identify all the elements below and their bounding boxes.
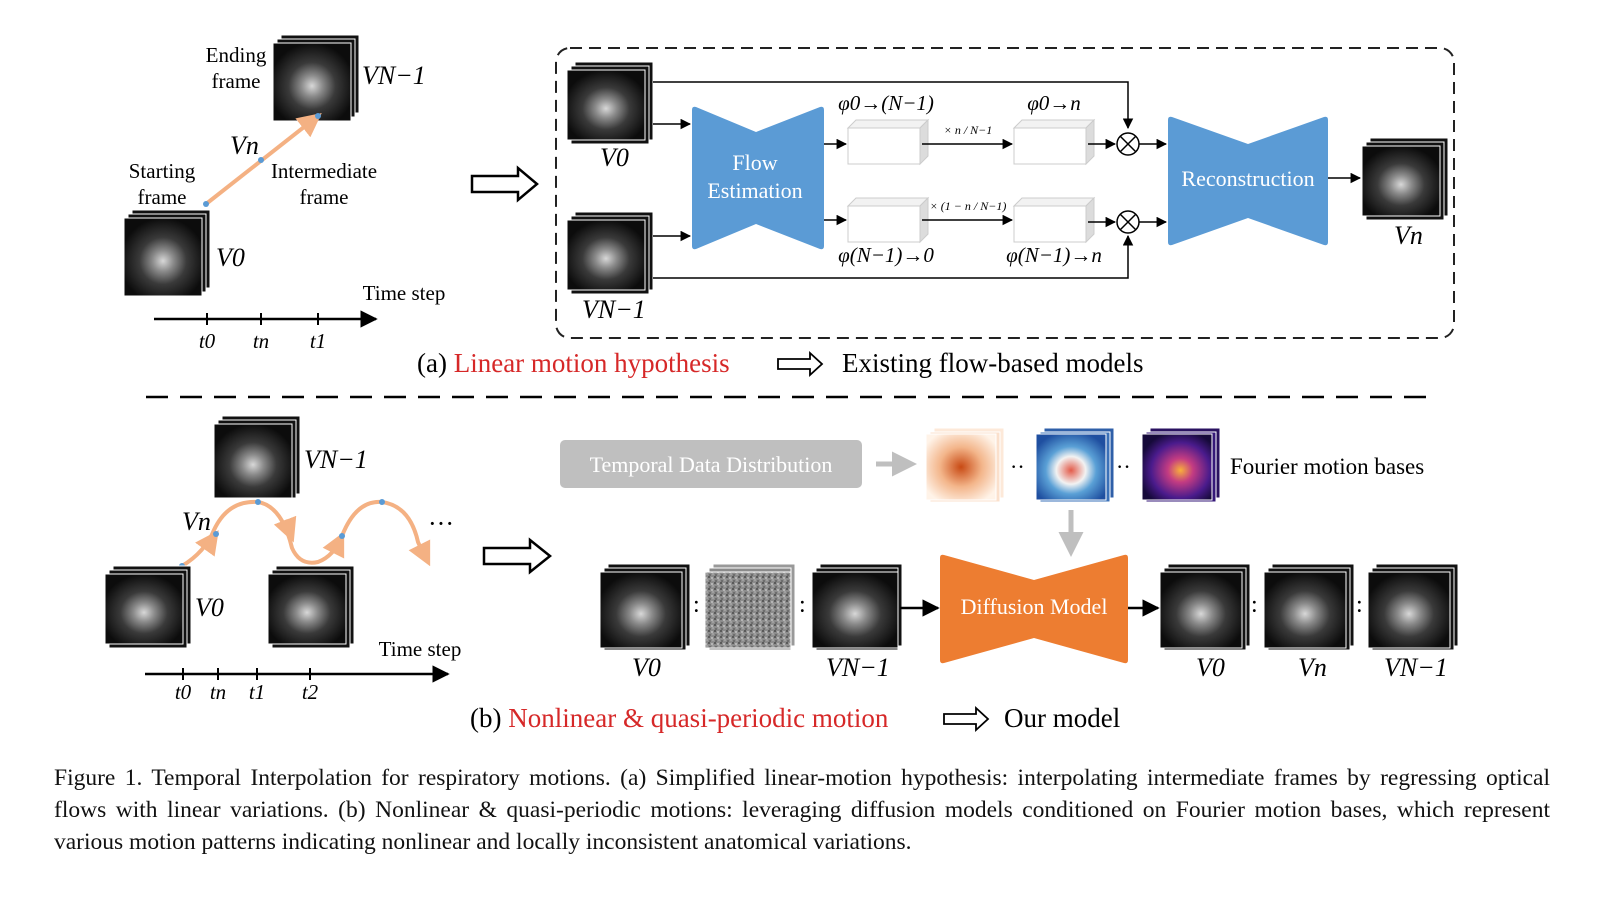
- mri-stack-ending: [272, 34, 360, 122]
- mri-stack-vn1-input: [566, 211, 654, 295]
- v-n-out-label: Vn: [1298, 653, 1327, 682]
- implies-arrow-a: [470, 165, 539, 203]
- diffusion-model-label: Diffusion Model: [961, 594, 1108, 619]
- flow-estimation-block: [692, 106, 824, 250]
- phi-bottom-right: φ(N−1)→n: [1006, 243, 1102, 267]
- tick-label: t1: [310, 329, 326, 353]
- flow-cube: [846, 196, 930, 244]
- v-n1-label-b: VN−1: [304, 445, 368, 474]
- basis-dots: ··: [1116, 454, 1131, 479]
- tick-label: tn: [210, 680, 226, 704]
- starting-frame-label-2: frame: [138, 185, 187, 209]
- multiply-icon: [1116, 210, 1140, 234]
- scale-top: × n / N−1: [944, 123, 993, 137]
- ending-frame-label-1: Ending: [206, 43, 267, 67]
- v-n1-out-label: VN−1: [1384, 653, 1448, 682]
- flow-estimation-label-1: Flow: [732, 150, 777, 175]
- temporal-distribution-label: Temporal Data Distribution: [590, 452, 833, 477]
- v-0-out-label: V0: [1196, 653, 1225, 682]
- fourier-basis-1: [925, 427, 1005, 503]
- multiply-icon: [1116, 132, 1140, 156]
- mri-stack-v0-diff-in: [599, 563, 691, 651]
- v-n-output-label: Vn: [1394, 221, 1423, 250]
- temporal-distribution-box: [560, 440, 862, 488]
- tick-label: t2: [302, 680, 319, 704]
- flow-cube: [846, 118, 930, 166]
- phi-top-right: φ0→n: [1027, 91, 1081, 115]
- subcaption-a-suffix: Existing flow-based models: [842, 348, 1143, 378]
- flow-cube: [1012, 118, 1096, 166]
- flow-cube: [1012, 196, 1096, 244]
- v-n1-label-a: VN−1: [362, 61, 426, 90]
- v-n1-input-label: VN−1: [582, 295, 646, 324]
- colon: :: [693, 592, 700, 618]
- figure-caption-label: Figure 1.: [54, 765, 143, 791]
- figure-1: Ending frame VN−1 Vn Starting frame Inte…: [104, 34, 1459, 733]
- v-0-label-b: V0: [195, 593, 224, 622]
- mri-stack-vn-output: [1361, 137, 1449, 221]
- mri-stack-vn1-diff-in: [811, 563, 903, 651]
- colon: :: [1356, 592, 1363, 618]
- figure-caption-text: Temporal Interpolation for respiratory m…: [54, 765, 1550, 855]
- time-step-label-a: Time step: [363, 281, 446, 305]
- start-point: [203, 201, 209, 207]
- v-n-label-b: Vn: [182, 507, 211, 536]
- v-n1-diff-in-label: VN−1: [826, 653, 890, 682]
- colon: :: [1251, 592, 1258, 618]
- ending-frame-label-2: frame: [212, 69, 261, 93]
- reconstruction-label: Reconstruction: [1181, 166, 1314, 191]
- mri-stack-vn-out: [1263, 563, 1355, 651]
- intermediate-frame-label-2: frame: [300, 185, 349, 209]
- diffusion-model-block: [940, 554, 1128, 664]
- v-n-label-a: Vn: [230, 131, 259, 160]
- tick-label: t1: [249, 680, 265, 704]
- v-0-diff-in-label: V0: [632, 653, 661, 682]
- v-0-input-label: V0: [600, 143, 629, 172]
- fourier-label: Fourier motion bases: [1230, 454, 1424, 479]
- fourier-basis-2: [1035, 427, 1115, 503]
- tick-label: tn: [253, 329, 269, 353]
- reconstruction-block: [1168, 116, 1328, 246]
- subcaption-b: (b) Nonlinear & quasi-periodic motion: [470, 703, 889, 733]
- colon: :: [799, 592, 806, 618]
- mri-stack-v0-input: [566, 61, 654, 145]
- intermediate-point: [258, 157, 264, 163]
- ellipsis: ···: [428, 509, 454, 538]
- figure-caption: Figure 1. Temporal Interpolation for res…: [54, 762, 1550, 858]
- mri-stack-v0-b: [104, 565, 192, 649]
- subcaption-b-suffix: Our model: [1004, 703, 1120, 733]
- v-0-label-a: V0: [216, 243, 245, 272]
- fourier-basis-3: [1141, 427, 1221, 503]
- scale-bottom: × (1 − n / N−1): [930, 199, 1007, 213]
- basis-dots: ··: [1010, 454, 1025, 479]
- subcaption-a: (a) Linear motion hypothesis: [417, 348, 730, 378]
- tick-label: t0: [199, 329, 216, 353]
- implies-arrow-small: [943, 705, 990, 733]
- noise-volume: [704, 563, 796, 651]
- mri-stack-mid-b: [267, 565, 355, 649]
- mri-stack-start: [123, 209, 211, 297]
- end-point: [315, 113, 321, 119]
- phi-top-left: φ0→(N−1): [838, 91, 934, 115]
- intermediate-frame-label-1: Intermediate: [271, 159, 377, 183]
- implies-arrow-small: [777, 350, 824, 378]
- implies-arrow-b: [482, 537, 553, 575]
- time-step-label-b: Time step: [379, 637, 462, 661]
- mri-stack-vn1-out: [1367, 563, 1459, 651]
- flow-estimation-label-2: Estimation: [707, 178, 802, 203]
- mri-stack-v0-out: [1159, 563, 1251, 651]
- phi-bottom-left: φ(N−1)→0: [838, 243, 934, 267]
- starting-frame-label-1: Starting: [129, 159, 196, 183]
- tick-label: t0: [175, 680, 192, 704]
- mri-stack-vn1-b: [213, 415, 301, 499]
